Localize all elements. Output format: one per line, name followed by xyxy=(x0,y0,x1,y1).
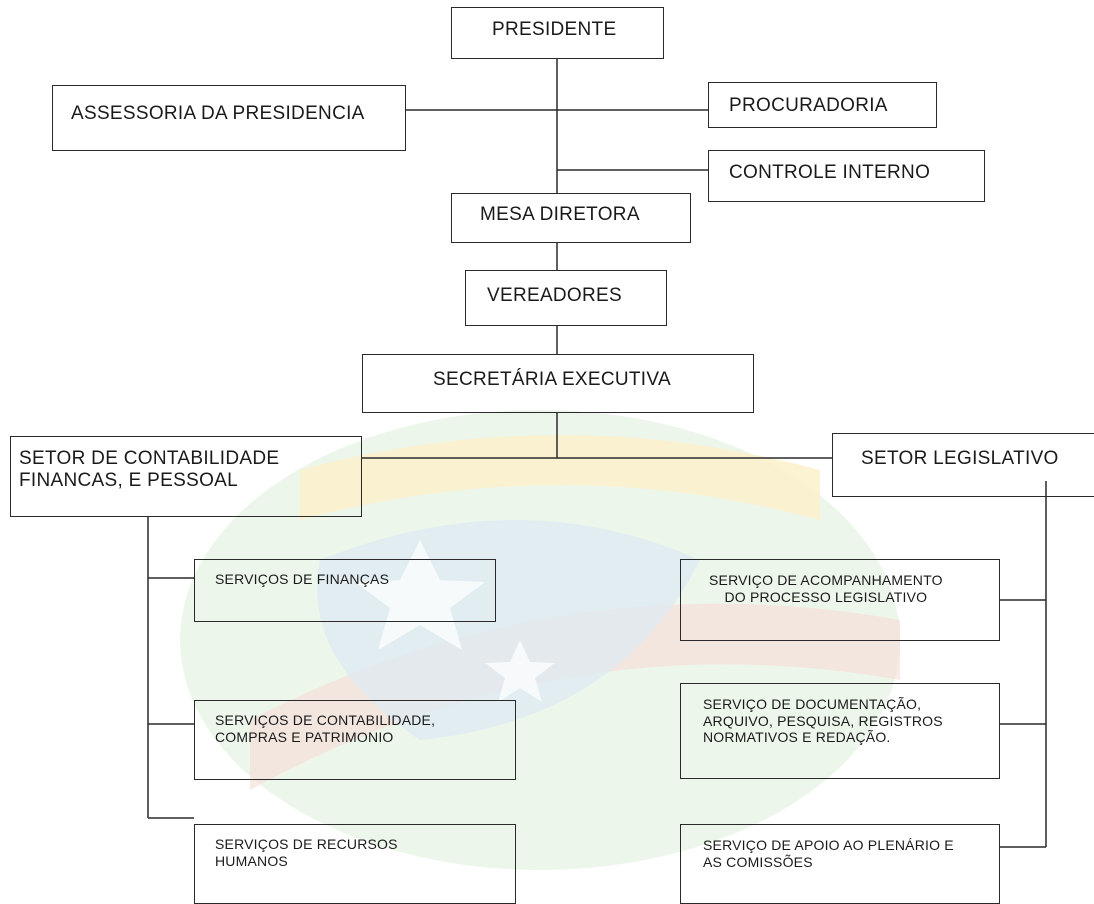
box-setor-contabilidade: SETOR DE CONTABILIDADE FINANCAS, E PESSO… xyxy=(10,436,362,517)
box-mesa-diretora: MESA DIRETORA xyxy=(451,193,691,243)
box-vereadores: VEREADORES xyxy=(465,270,667,326)
label-servicos-contabilidade: SERVIÇOS DE CONTABILIDADE, COMPRAS E PAT… xyxy=(215,712,436,745)
box-procuradoria: PROCURADORIA xyxy=(708,82,937,128)
label-procuradoria: PROCURADORIA xyxy=(729,95,888,116)
box-secretaria-executiva: SECRETÁRIA EXECUTIVA xyxy=(362,354,754,413)
label-servicos-financas: SERVIÇOS DE FINANÇAS xyxy=(215,571,390,587)
label-secretaria-executiva: SECRETÁRIA EXECUTIVA xyxy=(433,369,671,390)
label-vereadores: VEREADORES xyxy=(487,285,622,306)
box-servicos-recursos-humanos: SERVIÇOS DE RECURSOS HUMANOS xyxy=(194,824,516,904)
label-setor-legislativo: SETOR LEGISLATIVO xyxy=(861,448,1059,469)
label-mesa-diretora: MESA DIRETORA xyxy=(480,204,640,225)
box-setor-legislativo: SETOR LEGISLATIVO xyxy=(832,433,1094,497)
box-presidente: PRESIDENTE xyxy=(451,7,664,59)
label-servicos-recursos-humanos: SERVIÇOS DE RECURSOS HUMANOS xyxy=(215,836,398,869)
label-controle-interno: CONTROLE INTERNO xyxy=(729,162,931,183)
label-setor-contabilidade: SETOR DE CONTABILIDADE FINANCAS, E PESSO… xyxy=(19,448,280,492)
box-servico-documentacao: SERVIÇO DE DOCUMENTAÇÃO, ARQUIVO, PESQUI… xyxy=(680,683,1000,779)
label-assessoria: ASSESSORIA DA PRESIDENCIA xyxy=(71,103,365,124)
label-servico-acompanhamento: SERVIÇO DE ACOMPANHAMENTO DO PROCESSO LE… xyxy=(709,572,943,605)
box-servico-apoio-plenario: SERVIÇO DE APOIO AO PLENÁRIO E AS COMISS… xyxy=(680,824,1000,904)
box-assessoria: ASSESSORIA DA PRESIDENCIA xyxy=(52,85,406,151)
box-controle-interno: CONTROLE INTERNO xyxy=(708,150,985,202)
box-servicos-contabilidade: SERVIÇOS DE CONTABILIDADE, COMPRAS E PAT… xyxy=(194,700,516,780)
label-servico-documentacao: SERVIÇO DE DOCUMENTAÇÃO, ARQUIVO, PESQUI… xyxy=(703,696,943,746)
label-servico-apoio-plenario: SERVIÇO DE APOIO AO PLENÁRIO E AS COMISS… xyxy=(703,837,954,870)
box-servicos-financas: SERVIÇOS DE FINANÇAS xyxy=(194,559,496,622)
label-presidente: PRESIDENTE xyxy=(492,19,617,40)
box-servico-acompanhamento: SERVIÇO DE ACOMPANHAMENTO DO PROCESSO LE… xyxy=(680,559,1000,641)
